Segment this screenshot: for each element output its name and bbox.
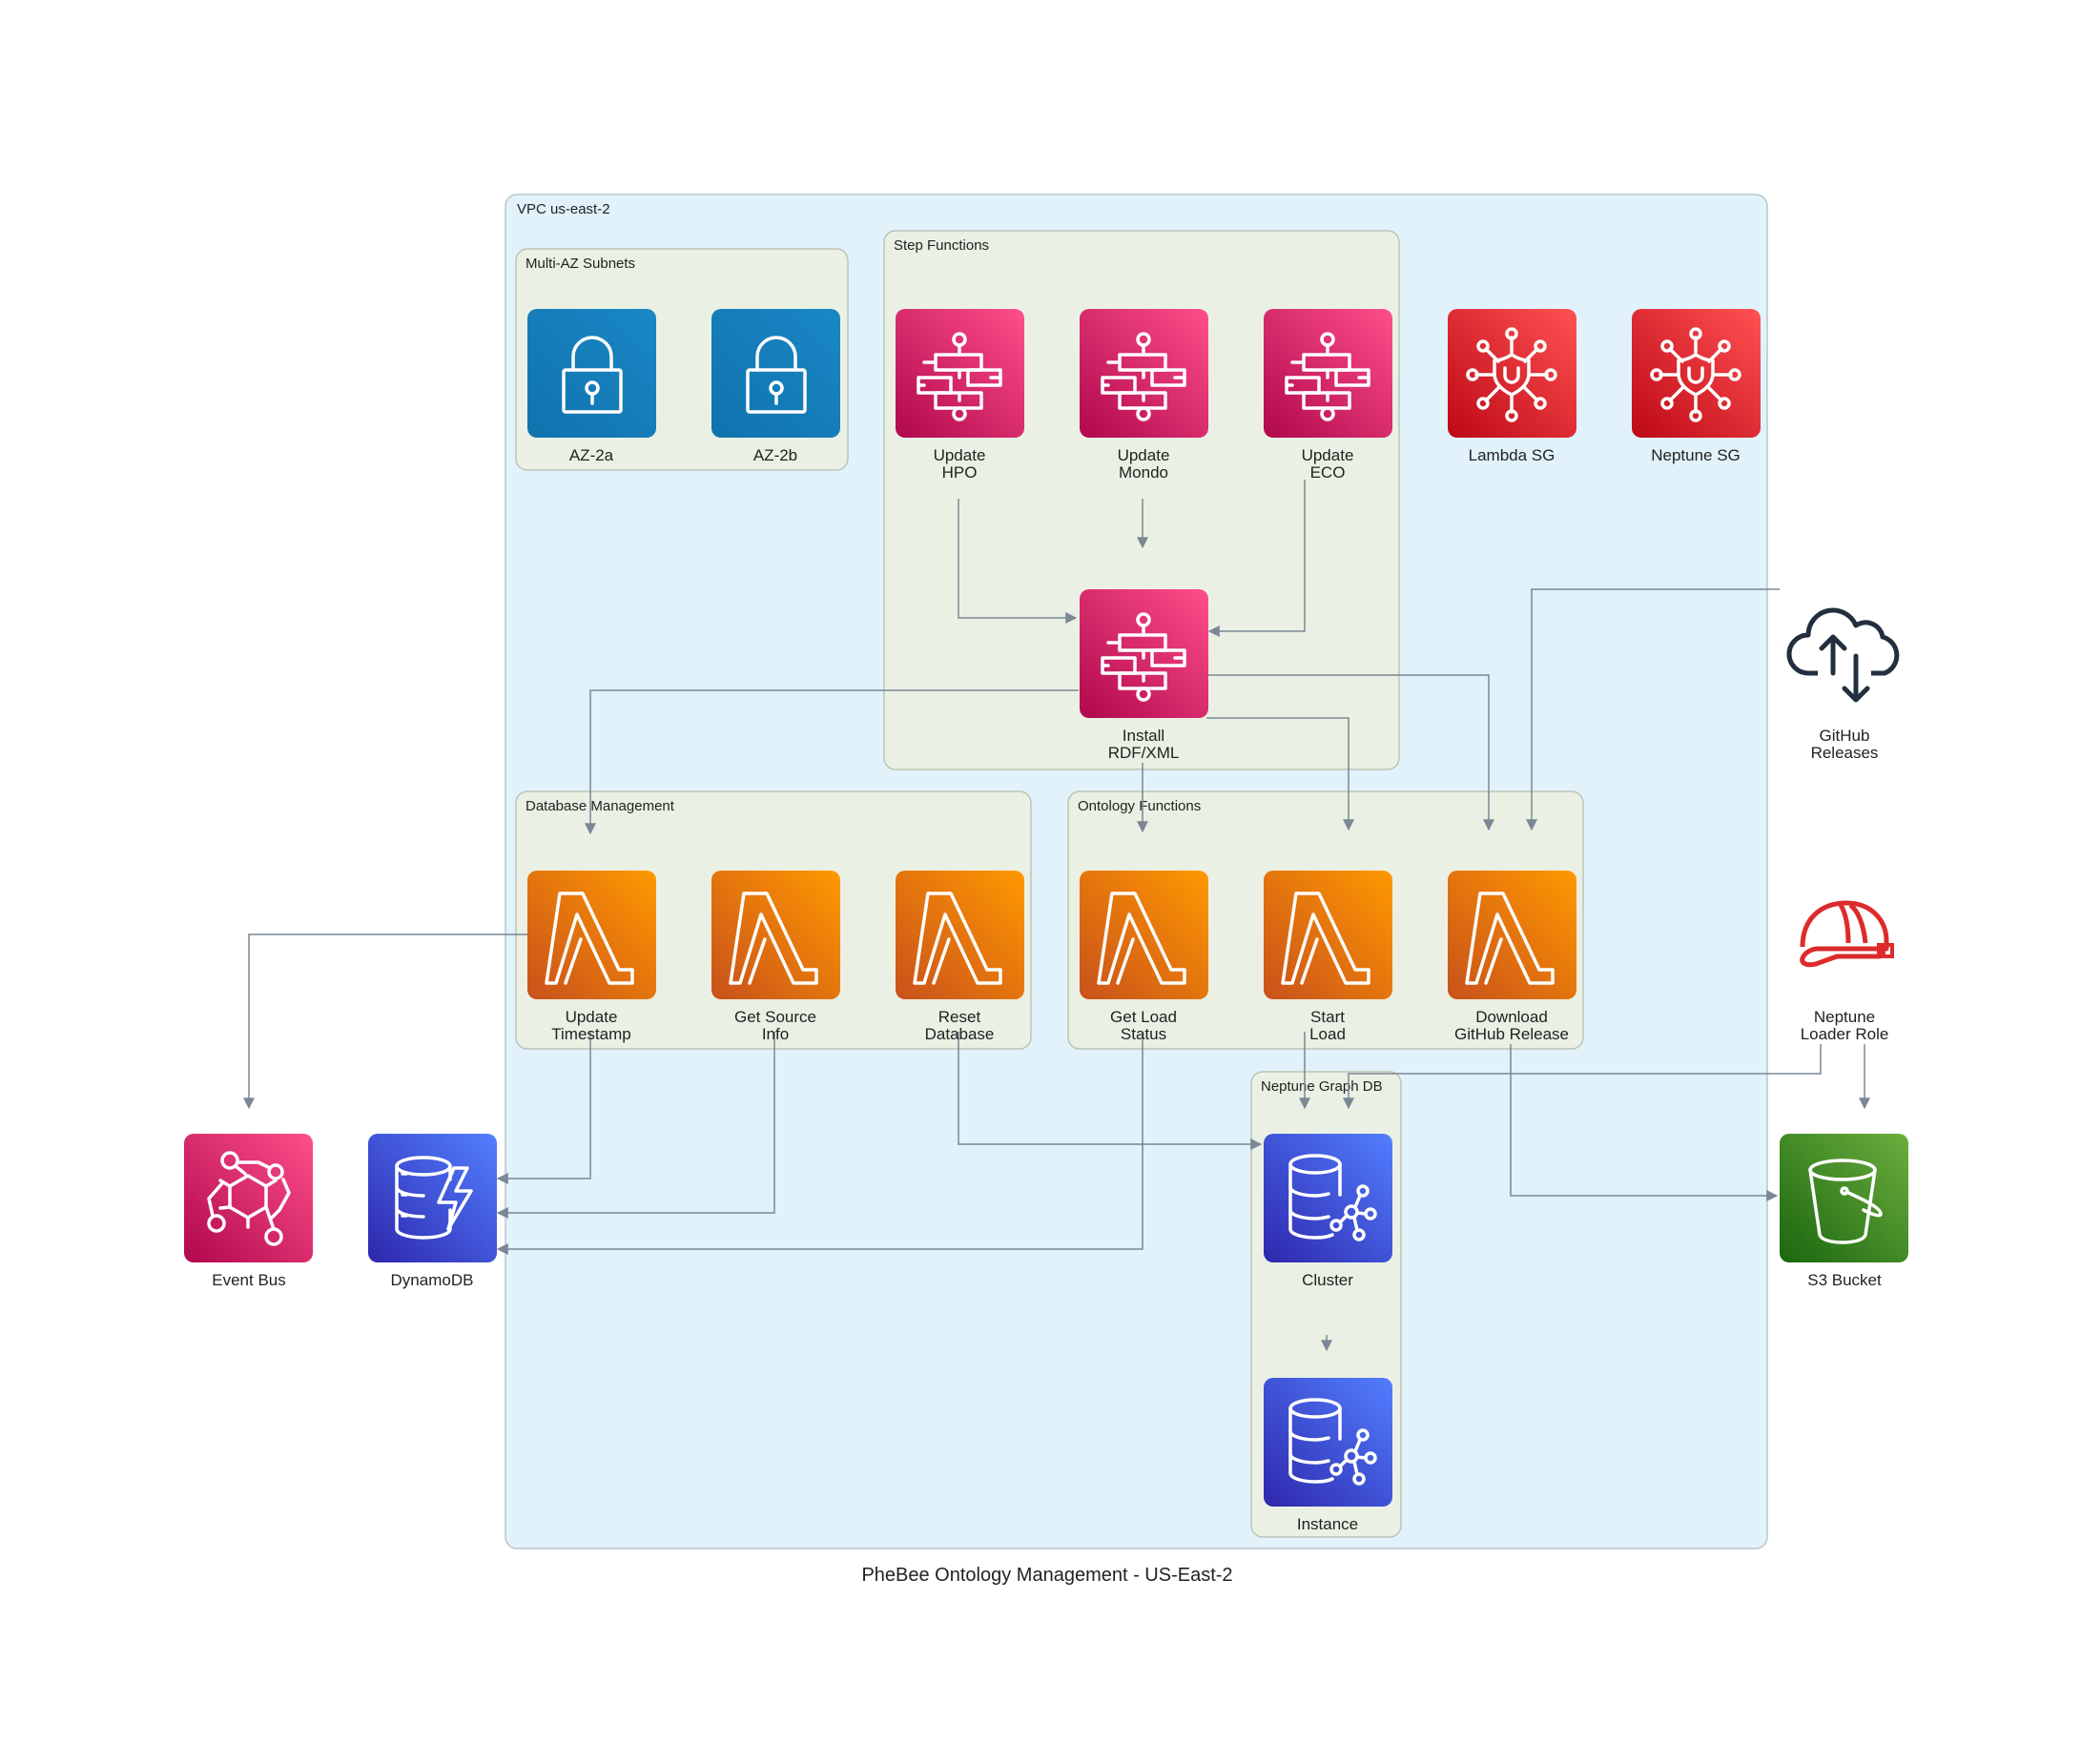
- cloud-transfer-icon: [1789, 610, 1897, 700]
- edge-hpo-install: [958, 499, 1078, 624]
- node-lambda-sg-label: Lambda SG: [1469, 446, 1556, 464]
- node-az-2a: AZ-2a: [527, 309, 656, 464]
- diagram-title: PheBee Ontology Management - US-East-2: [861, 1565, 1232, 1586]
- node-s3-bucket: S3 Bucket: [1780, 1134, 1908, 1289]
- node-instance: Instance: [1264, 1378, 1392, 1533]
- iam-role-icon: [1803, 903, 1892, 965]
- edge-timestamp-dynamodb: [496, 1032, 591, 1184]
- node-event-bus: Event Bus: [184, 1134, 313, 1289]
- node-event-bus-label: Event Bus: [212, 1271, 286, 1289]
- node-dynamodb-label: DynamoDB: [391, 1271, 474, 1289]
- node-neptune-sg-label: Neptune SG: [1651, 446, 1741, 464]
- node-dynamodb: DynamoDB: [368, 1134, 497, 1289]
- edge-source-dynamodb: [496, 1032, 775, 1219]
- node-cluster-label: Cluster: [1302, 1271, 1353, 1289]
- neptune-graph-db-label: Neptune Graph DB: [1261, 1078, 1383, 1095]
- vpc-label: VPC us-east-2: [517, 201, 610, 217]
- node-az-2a-label: AZ-2a: [569, 446, 614, 464]
- edge-download-s3: [1510, 1044, 1779, 1201]
- edge-status-dynamodb: [496, 1032, 1144, 1255]
- edge-install-start: [1206, 717, 1354, 831]
- node-lambda-sg: Lambda SG: [1448, 309, 1576, 464]
- edge-role-cluster: [1343, 1044, 1822, 1110]
- edge-install-timestamp: [585, 689, 1079, 835]
- step-functions-label: Step Functions: [894, 237, 989, 254]
- node-neptune-sg: Neptune SG: [1632, 309, 1761, 464]
- edge-reset-cluster: [958, 1032, 1263, 1150]
- node-az-2b: AZ-2b: [711, 309, 840, 464]
- database-management-label: Database Management: [525, 798, 675, 814]
- node-instance-label: Instance: [1297, 1515, 1358, 1533]
- node-cluster: Cluster: [1264, 1134, 1392, 1289]
- node-s3-bucket-label: S3 Bucket: [1807, 1271, 1882, 1289]
- edge-github-download: [1526, 588, 1780, 831]
- edge-eco-install: [1207, 480, 1306, 637]
- node-az-2b-label: AZ-2b: [753, 446, 797, 464]
- edge-install-download: [1206, 674, 1494, 831]
- edges: [243, 480, 1870, 1352]
- subnets-label: Multi-AZ Subnets: [525, 256, 635, 272]
- ontology-functions-label: Ontology Functions: [1078, 798, 1201, 814]
- edge-timestamp-eventbus: [243, 933, 527, 1110]
